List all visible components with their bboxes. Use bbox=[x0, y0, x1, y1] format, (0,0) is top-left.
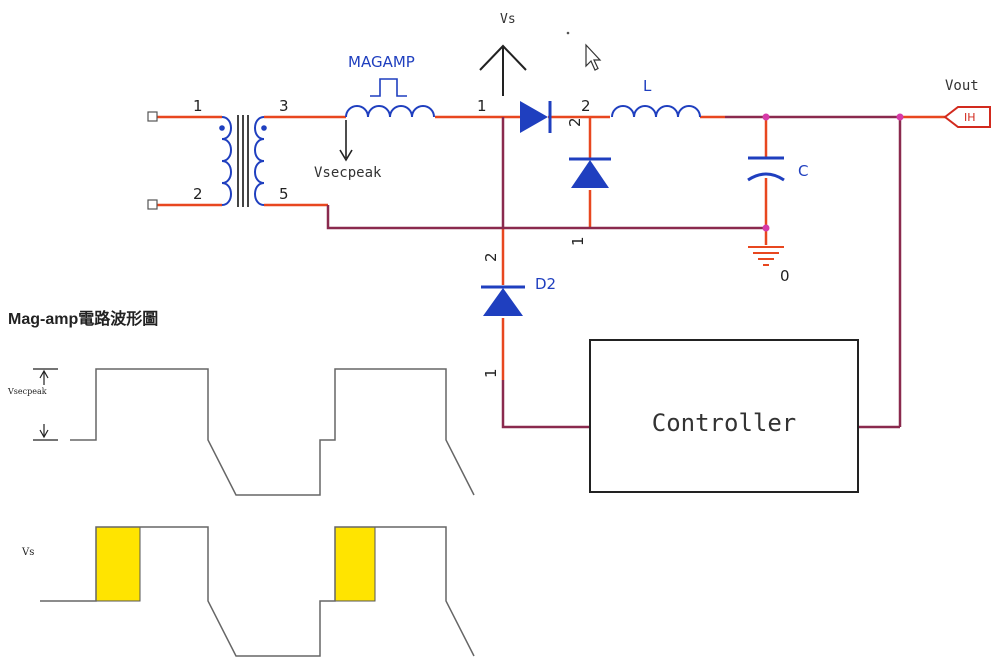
junction-dots bbox=[762, 113, 904, 232]
controller-box bbox=[589, 339, 859, 493]
diode-d2 bbox=[481, 285, 525, 316]
transformer-pin-3: 3 bbox=[279, 97, 289, 115]
ground-icon bbox=[748, 246, 784, 266]
input-terminal-bottom bbox=[147, 199, 158, 210]
freewheel-diode-pin-1: 1 bbox=[569, 236, 587, 246]
vsecpeak-dimension-marker bbox=[33, 368, 58, 441]
magamp-inductor bbox=[345, 105, 435, 118]
series-diode bbox=[520, 101, 552, 133]
small-dot bbox=[566, 31, 570, 35]
magamp-pin-1: 1 bbox=[477, 97, 487, 115]
vs-waveform-label: Vs bbox=[21, 547, 34, 558]
transformer bbox=[221, 115, 265, 207]
mouse-cursor-icon bbox=[585, 43, 602, 71]
d2-pin-2: 2 bbox=[482, 252, 500, 262]
magamp-label: MAGAMP bbox=[348, 53, 415, 71]
ground-label: 0 bbox=[780, 267, 790, 285]
d2-label: D2 bbox=[535, 275, 556, 293]
d2-pin-1: 1 bbox=[482, 368, 500, 378]
vout-port-icon bbox=[943, 106, 991, 128]
vsecpeak-waveform-label: Vsecpeak bbox=[7, 387, 47, 396]
vout-label: Vout bbox=[945, 78, 979, 94]
vs-pulses bbox=[95, 526, 376, 602]
magamp-hysteresis-icon bbox=[370, 78, 407, 97]
controller-label: Controller bbox=[652, 409, 797, 437]
secondary-dot-icon bbox=[261, 125, 267, 131]
output-capacitor bbox=[747, 156, 785, 182]
series-diode-pin-2: 2 bbox=[581, 97, 591, 115]
red-wires bbox=[156, 115, 945, 380]
waveform-title: Mag-amp電路波形圖 bbox=[8, 309, 158, 328]
inductor-label: L bbox=[643, 77, 652, 95]
series-diode-pin-2-vertical: 2 bbox=[566, 117, 584, 127]
input-terminal-top bbox=[147, 111, 158, 122]
vsecpeak-label: Vsecpeak bbox=[314, 165, 382, 181]
vsecpeak-arrowhead-icon bbox=[339, 149, 353, 162]
transformer-pin-5: 5 bbox=[279, 185, 289, 203]
vs-waveform bbox=[40, 526, 475, 657]
primary-dot-icon bbox=[219, 125, 225, 131]
capacitor-label: C bbox=[798, 162, 808, 180]
vout-port-label: IH bbox=[964, 111, 976, 124]
vsecpeak-waveform bbox=[70, 368, 475, 496]
transformer-pin-1: 1 bbox=[193, 97, 203, 115]
vs-label: Vs bbox=[500, 12, 516, 27]
maroon-wires bbox=[326, 115, 902, 429]
output-inductor bbox=[611, 105, 701, 118]
transformer-pin-2: 2 bbox=[193, 185, 203, 203]
freewheel-diode bbox=[569, 157, 611, 188]
vs-arrowhead-icon bbox=[479, 44, 527, 71]
